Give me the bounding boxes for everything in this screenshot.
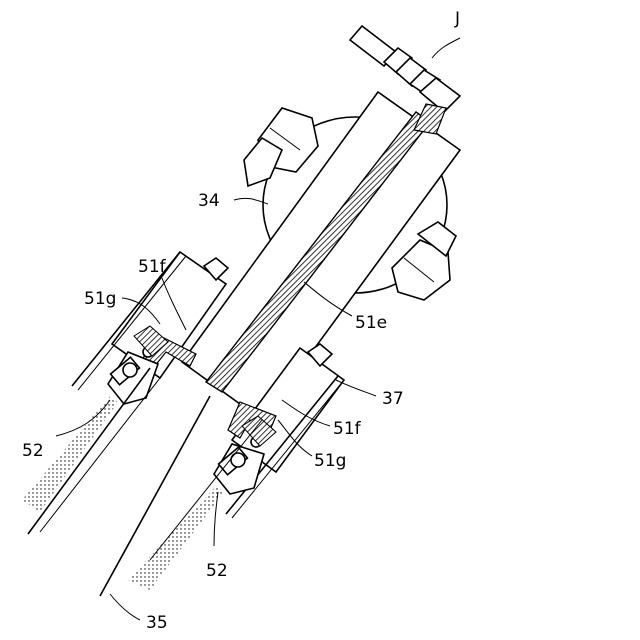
label-35: 35 [146,613,168,633]
label-51g-top: 51g [84,289,116,309]
label-51f-top: 51f [138,257,167,277]
label-51e: 51e [355,313,387,333]
label-52-left: 52 [22,441,44,461]
label-34: 34 [198,191,220,211]
label-51g-bottom: 51g [314,451,346,471]
label-51f-bottom: 51f [333,419,362,439]
label-J: J [454,9,460,29]
label-52-bottom: 52 [206,561,228,581]
label-37: 37 [382,389,404,409]
